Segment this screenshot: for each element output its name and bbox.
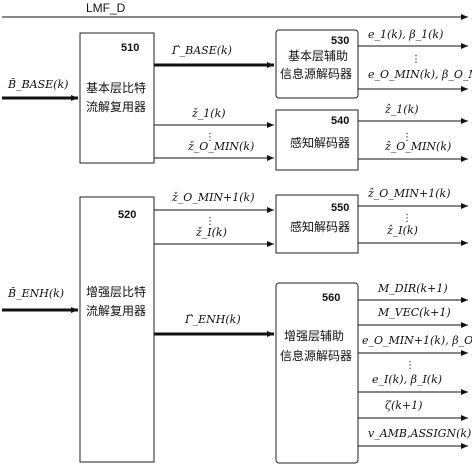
ellipsis: ⋮ bbox=[411, 54, 421, 65]
demux-base-block bbox=[79, 32, 155, 164]
demux-enh-block bbox=[79, 196, 155, 463]
gamma-enh-label: Γ̆_ENH(k) bbox=[184, 313, 241, 326]
demux-base-number: 510 bbox=[121, 42, 139, 54]
out-mdir-label: M_DIR(k+1) bbox=[377, 282, 448, 295]
perc-base-number: 540 bbox=[331, 115, 349, 127]
ellipsis: ⋮ bbox=[402, 132, 412, 143]
aux-base-number: 530 bbox=[331, 35, 349, 47]
out-vamb-label: v_AMB,ASSIGN(k) bbox=[368, 427, 471, 440]
out-mvec-label: M_VEC(k+1) bbox=[377, 306, 451, 319]
zomin-out-label: ẑ_O_MIN(k) bbox=[384, 140, 451, 153]
aux-base-label-2: 信息源解码器 bbox=[280, 66, 352, 81]
aux-enh-label-2: 信息源解码器 bbox=[280, 348, 352, 363]
demux-base-label-1: 基本层比特 bbox=[86, 80, 146, 95]
perc-enh-block bbox=[275, 194, 359, 254]
ellipsis: ⋮ bbox=[205, 132, 215, 143]
aux-enh-label-1: 增强层辅助 bbox=[284, 329, 344, 343]
input-enh-label: B̆_ENH(k) bbox=[7, 287, 64, 300]
input-base-label: B̆_BASE(k) bbox=[7, 78, 68, 91]
z1-in-label: ž_1(k) bbox=[191, 107, 226, 120]
zomin1-in-label: ž_O_MIN+1(k) bbox=[171, 191, 255, 204]
zi-out-label: ẑ_I(k) bbox=[386, 224, 418, 237]
aux-base-label-1: 基本层辅助 bbox=[288, 49, 348, 63]
aux-base-block bbox=[275, 29, 359, 99]
out-eomin-label: e_O_MIN(k), β_O_MIN(k) bbox=[368, 68, 472, 81]
zomin1-out-label: ẑ_O_MIN+1(k) bbox=[367, 187, 451, 200]
perc-base-block bbox=[275, 109, 359, 171]
demux-enh-number: 520 bbox=[118, 209, 136, 221]
zi-in-label: ž_I(k) bbox=[195, 226, 227, 239]
out-eomin1-label: e_O_MIN+1(k), β_O_MIN+1(k) bbox=[362, 334, 472, 347]
perc-enh-label: 感知解码器 bbox=[290, 219, 350, 234]
aux-enh-number: 560 bbox=[322, 292, 340, 304]
aux-enh-block bbox=[275, 282, 359, 464]
gamma-base-label: Γ̆_BASE(k) bbox=[171, 44, 232, 57]
out-ei-label: e_I(k), β_I(k) bbox=[372, 373, 442, 386]
lmf-label: LMF_D bbox=[86, 1, 126, 15]
ellipsis: ⋮ bbox=[405, 360, 415, 371]
ellipsis: ⋮ bbox=[205, 216, 215, 227]
perc-enh-number: 550 bbox=[331, 202, 349, 214]
demux-enh-label-2: 流解复用器 bbox=[86, 304, 146, 318]
perc-base-label: 感知解码器 bbox=[290, 135, 350, 150]
demux-enh-label-1: 增强层比特 bbox=[86, 284, 146, 299]
demux-base-label-2: 流解复用器 bbox=[86, 100, 146, 114]
zomin-in-label: ž_O_MIN(k) bbox=[187, 140, 254, 153]
ellipsis: ⋮ bbox=[402, 213, 412, 224]
z1-out-label: ẑ_1(k) bbox=[384, 103, 419, 116]
out-zeta-label: ζ(k+1) bbox=[385, 399, 422, 412]
out-e1-label: e_1(k), β_1(k) bbox=[368, 28, 443, 41]
